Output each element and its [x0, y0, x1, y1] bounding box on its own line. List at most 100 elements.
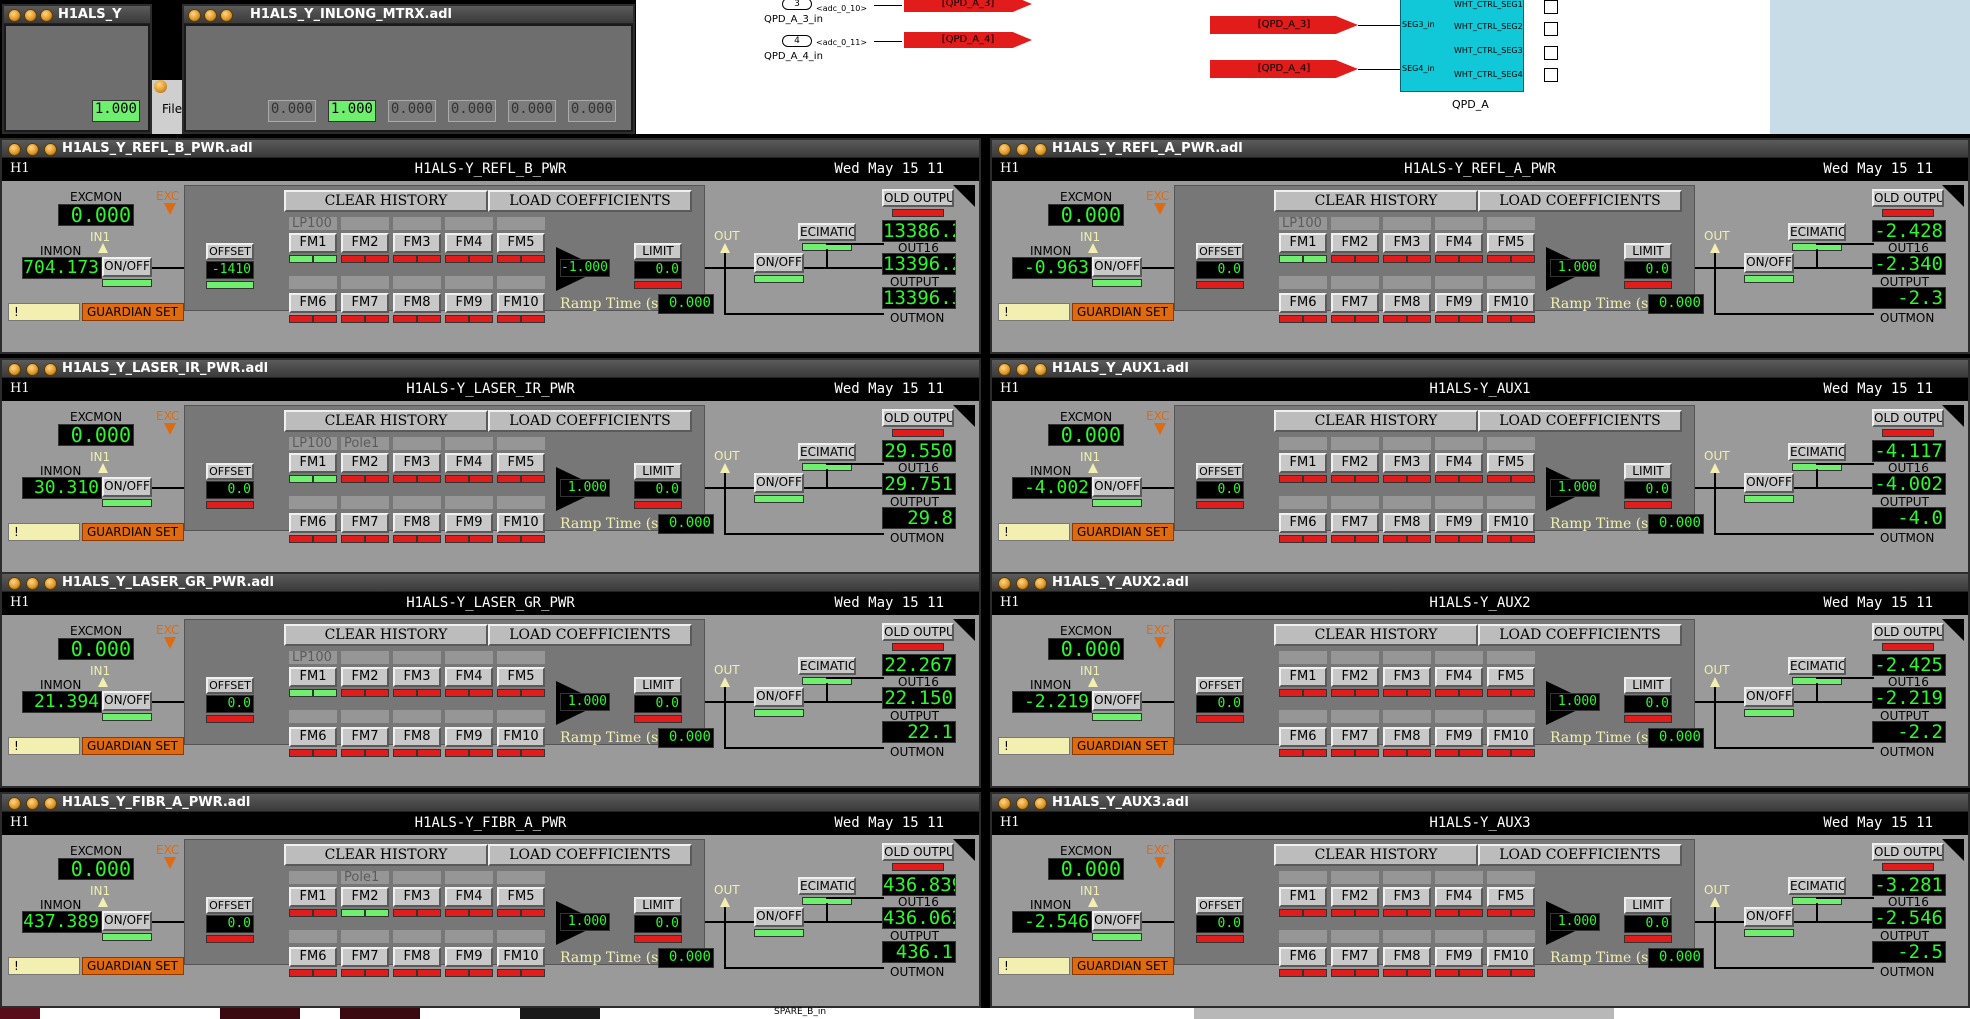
- fm8-button[interactable]: FM8: [393, 727, 441, 747]
- hold-output-button[interactable]: OLD OUTPU: [882, 623, 954, 641]
- fm2-button[interactable]: FM2: [341, 233, 389, 253]
- fm9-button[interactable]: FM9: [1435, 293, 1483, 313]
- clear-history-button[interactable]: CLEAR HISTORY: [1274, 624, 1478, 646]
- gain-value[interactable]: -1.000: [560, 259, 610, 277]
- offset-button[interactable]: OFFSET: [206, 243, 254, 260]
- fm2-button[interactable]: FM2: [341, 887, 389, 907]
- limit-button[interactable]: LIMIT: [634, 463, 682, 480]
- guardian-set-button[interactable]: GUARDIAN SET: [82, 303, 184, 321]
- hold-output-button[interactable]: OLD OUTPU: [882, 409, 954, 427]
- from-tag-b4[interactable]: [QPD_A_4]: [1210, 60, 1358, 78]
- guardian-set-button[interactable]: GUARDIAN SET: [82, 737, 184, 755]
- input-on-off-button[interactable]: ON/OFF: [102, 691, 152, 711]
- input-port-3[interactable]: 3: [782, 0, 812, 10]
- fm1-button[interactable]: FM1: [289, 667, 337, 687]
- maximize-icon[interactable]: [1034, 143, 1047, 156]
- fm9-button[interactable]: FM9: [1435, 947, 1483, 967]
- offset-value[interactable]: 0.0: [206, 695, 254, 713]
- maximize-icon[interactable]: [220, 9, 233, 22]
- close-icon[interactable]: [998, 363, 1011, 376]
- fm6-button[interactable]: FM6: [1279, 727, 1327, 747]
- fm4-button[interactable]: FM4: [1435, 887, 1483, 907]
- fm4-button[interactable]: FM4: [1435, 453, 1483, 473]
- window-titlebar[interactable]: H1ALS_Y_REFL_B_PWR.adl: [2, 140, 979, 158]
- load-coefficients-button[interactable]: LOAD COEFFICIENTS: [1478, 844, 1682, 866]
- hold-output-button[interactable]: OLD OUTPU: [1872, 409, 1944, 427]
- matrix-element-1[interactable]: 0.000: [268, 100, 316, 122]
- window-titlebar[interactable]: H1ALS_Y_INLONG_MTRX.adl: [184, 6, 633, 24]
- close-icon[interactable]: [188, 9, 201, 22]
- ramp-time-value[interactable]: 0.000: [658, 514, 714, 534]
- close-icon[interactable]: [998, 797, 1011, 810]
- maximize-icon[interactable]: [44, 363, 57, 376]
- hold-output-button[interactable]: OLD OUTPU: [1872, 623, 1944, 641]
- offset-value[interactable]: 0.0: [1196, 915, 1244, 933]
- fm5-button[interactable]: FM5: [1487, 453, 1535, 473]
- close-icon[interactable]: [8, 797, 21, 810]
- close-icon[interactable]: [998, 577, 1011, 590]
- matrix-element-2[interactable]: 1.000: [328, 100, 376, 122]
- decimation-button[interactable]: ECIMATIO: [798, 223, 856, 241]
- minimize-icon[interactable]: [1016, 363, 1029, 376]
- fm4-button[interactable]: FM4: [1435, 233, 1483, 253]
- fm7-button[interactable]: FM7: [341, 947, 389, 967]
- output-on-off-button[interactable]: ON/OFF: [1744, 253, 1794, 273]
- fm3-button[interactable]: FM3: [1383, 667, 1431, 687]
- limit-button[interactable]: LIMIT: [634, 897, 682, 914]
- window-titlebar[interactable]: H1ALS_Y_AUX2.adl: [992, 574, 1968, 592]
- load-coefficients-button[interactable]: LOAD COEFFICIENTS: [1478, 410, 1682, 432]
- ramp-time-value[interactable]: 0.000: [658, 948, 714, 968]
- fm1-button[interactable]: FM1: [1279, 453, 1327, 473]
- fm8-button[interactable]: FM8: [1383, 513, 1431, 533]
- fm9-button[interactable]: FM9: [445, 727, 493, 747]
- fm3-button[interactable]: FM3: [393, 667, 441, 687]
- fm6-button[interactable]: FM6: [289, 727, 337, 747]
- maximize-icon[interactable]: [1034, 797, 1047, 810]
- matrix-element-6[interactable]: 0.000: [568, 100, 616, 122]
- maximize-icon[interactable]: [1034, 363, 1047, 376]
- limit-value[interactable]: 0.0: [634, 915, 682, 933]
- output-on-off-button[interactable]: ON/OFF: [754, 253, 804, 273]
- goto-tag-a3[interactable]: [QPD_A_3]: [904, 0, 1032, 12]
- fm9-button[interactable]: FM9: [1435, 727, 1483, 747]
- fm6-button[interactable]: FM6: [1279, 293, 1327, 313]
- goto-tag-a4[interactable]: [QPD_A_4]: [904, 32, 1032, 48]
- minimize-icon[interactable]: [204, 9, 217, 22]
- offset-button[interactable]: OFFSET: [206, 897, 254, 914]
- fm7-button[interactable]: FM7: [1331, 727, 1379, 747]
- fm4-button[interactable]: FM4: [1435, 667, 1483, 687]
- decimation-button[interactable]: ECIMATIO: [798, 443, 856, 461]
- limit-value[interactable]: 0.0: [1624, 915, 1672, 933]
- gain-value[interactable]: 1.000: [560, 913, 610, 931]
- gain-value[interactable]: 1.000: [560, 479, 610, 497]
- ramp-time-value[interactable]: 0.000: [658, 728, 714, 748]
- minimize-icon[interactable]: [26, 797, 39, 810]
- ramp-time-value[interactable]: 0.000: [1648, 948, 1704, 968]
- matrix-value[interactable]: 1.000: [92, 100, 140, 122]
- limit-button[interactable]: LIMIT: [634, 677, 682, 694]
- fm5-button[interactable]: FM5: [1487, 667, 1535, 687]
- fm10-button[interactable]: FM10: [1487, 513, 1535, 533]
- fm1-button[interactable]: FM1: [289, 453, 337, 473]
- fm5-button[interactable]: FM5: [497, 453, 545, 473]
- load-coefficients-button[interactable]: LOAD COEFFICIENTS: [488, 410, 692, 432]
- fm10-button[interactable]: FM10: [497, 513, 545, 533]
- gain-value[interactable]: 1.000: [1550, 913, 1600, 931]
- gain-value[interactable]: 1.000: [560, 693, 610, 711]
- fm1-button[interactable]: FM1: [289, 887, 337, 907]
- clear-history-button[interactable]: CLEAR HISTORY: [284, 844, 488, 866]
- fm1-button[interactable]: FM1: [289, 233, 337, 253]
- file-menu[interactable]: File: [162, 102, 183, 116]
- input-on-off-button[interactable]: ON/OFF: [102, 477, 152, 497]
- clear-history-button[interactable]: CLEAR HISTORY: [284, 190, 488, 212]
- guardian-set-button[interactable]: GUARDIAN SET: [1072, 737, 1174, 755]
- ramp-time-value[interactable]: 0.000: [1648, 294, 1704, 314]
- hold-output-button[interactable]: OLD OUTPU: [882, 189, 954, 207]
- load-coefficients-button[interactable]: LOAD COEFFICIENTS: [1478, 624, 1682, 646]
- maximize-icon[interactable]: [44, 797, 57, 810]
- offset-button[interactable]: OFFSET: [1196, 897, 1244, 914]
- window-titlebar[interactable]: H1ALS_Y_AUX1.adl: [992, 360, 1968, 378]
- gain-value[interactable]: 1.000: [1550, 259, 1600, 277]
- ramp-time-value[interactable]: 0.000: [1648, 514, 1704, 534]
- window-titlebar[interactable]: H1ALS_Y_LASER_GR_PWR.adl: [2, 574, 979, 592]
